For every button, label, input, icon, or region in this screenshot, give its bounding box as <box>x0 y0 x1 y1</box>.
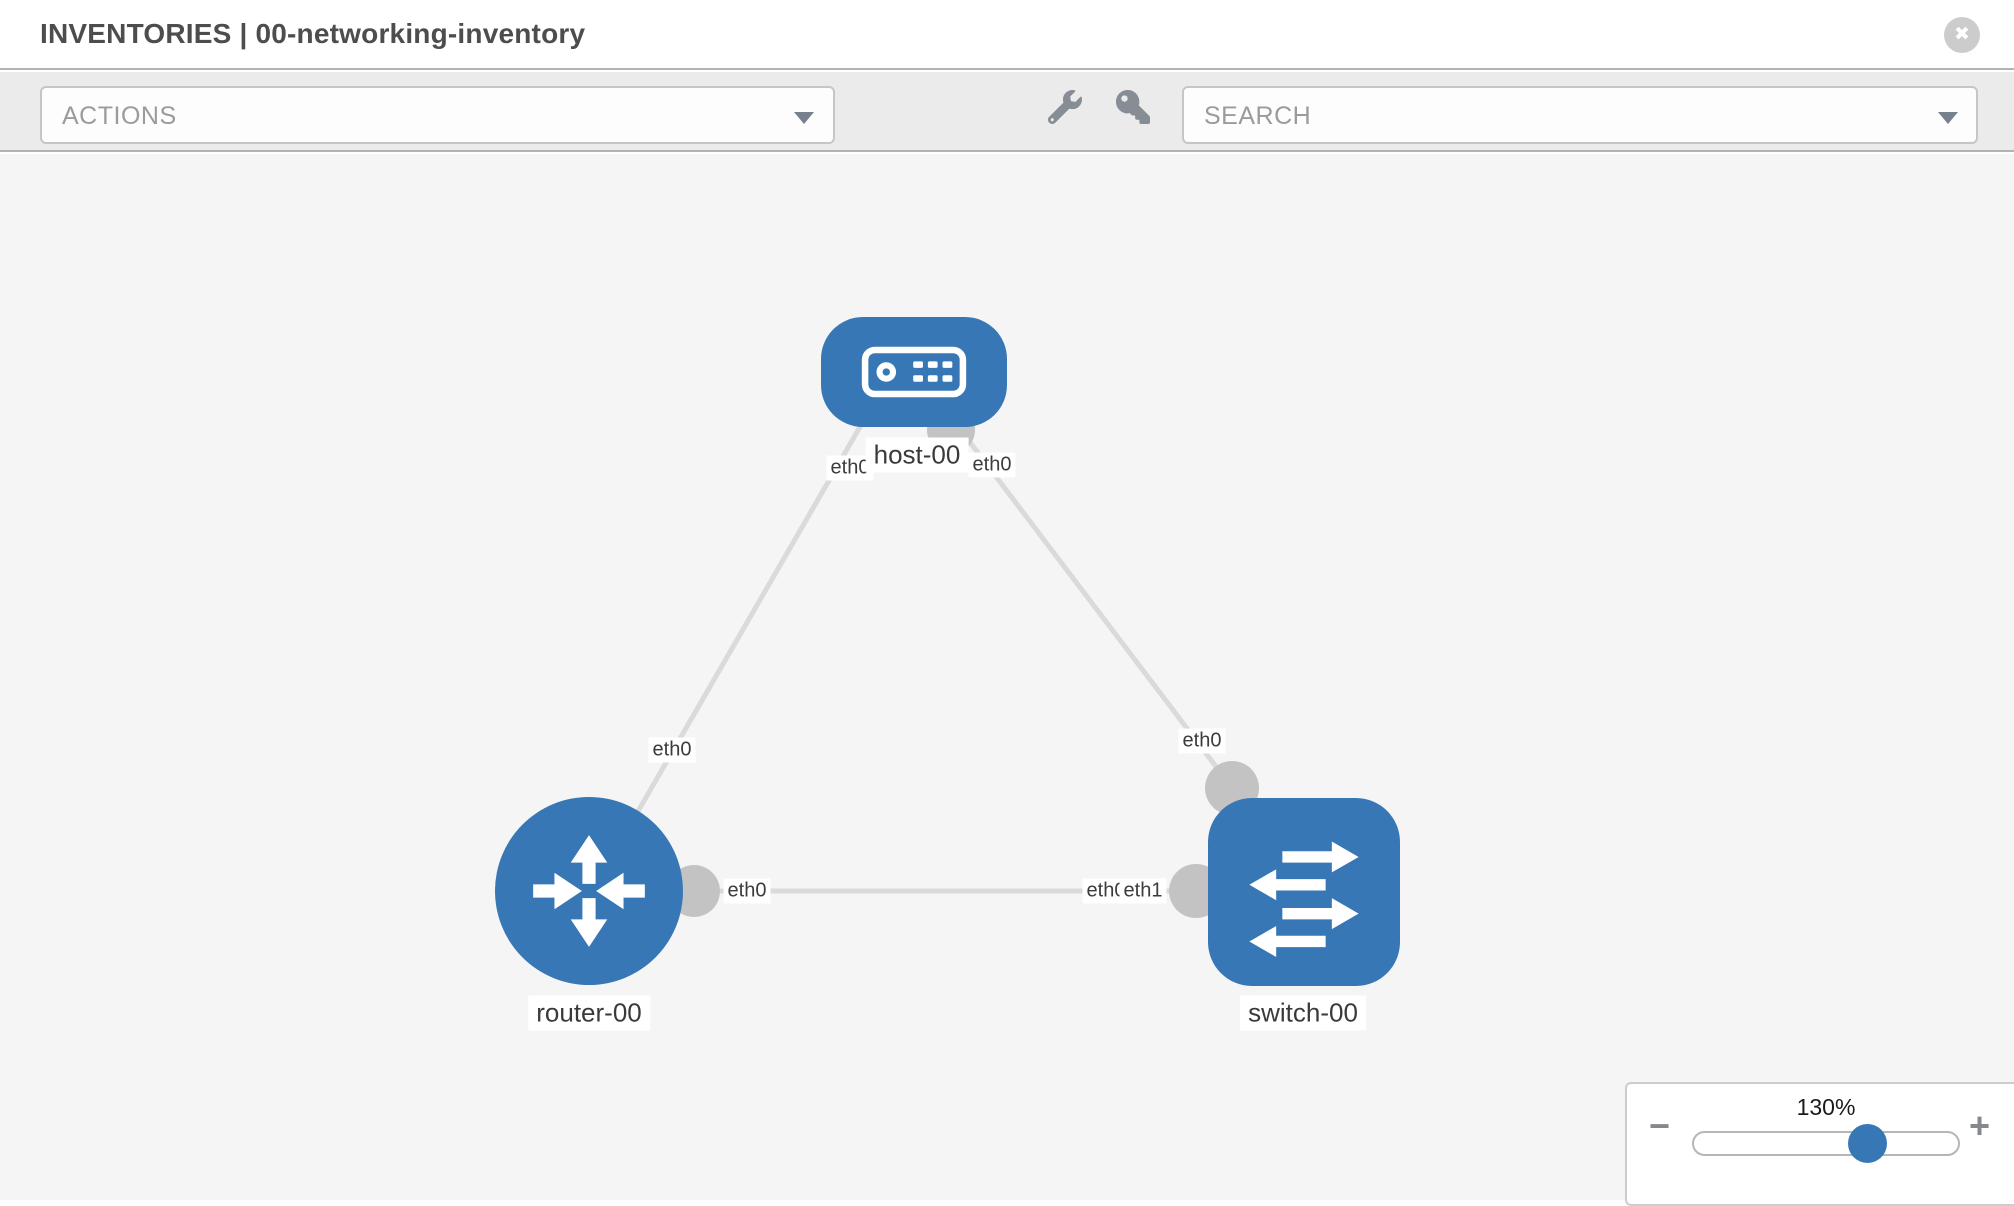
node-host-00[interactable] <box>821 317 1007 427</box>
router-arrows-icon <box>533 835 645 947</box>
zoom-slider[interactable] <box>1692 1124 1960 1163</box>
switch-arrows-icon <box>1249 841 1359 957</box>
zoom-panel: 130% − + <box>1625 1082 2014 1206</box>
interface-label: eth0 <box>723 878 771 904</box>
zoom-slider-thumb[interactable] <box>1848 1124 1887 1163</box>
chevron-down-icon <box>794 112 814 124</box>
zoom-in-button[interactable]: + <box>1969 1105 1991 1146</box>
actions-dropdown-label: ACTIONS <box>62 102 177 130</box>
close-icon[interactable]: ✖ <box>1944 17 1980 53</box>
zoom-level-value: 130% <box>1796 1094 1856 1120</box>
interface-label: eth1 <box>1119 878 1167 904</box>
node-label-switch-00: switch-00 <box>1240 995 1366 1031</box>
search-dropdown[interactable]: SEARCH <box>1182 86 1978 144</box>
search-dropdown-label: SEARCH <box>1204 102 1312 130</box>
server-icon <box>861 346 967 398</box>
node-label-router-00: router-00 <box>528 995 650 1031</box>
actions-dropdown[interactable]: ACTIONS <box>40 86 835 144</box>
interface-label: eth0 <box>968 452 1016 478</box>
wrench-icon[interactable] <box>1047 90 1088 130</box>
key-icon[interactable] <box>1116 90 1156 130</box>
link-router-host <box>589 404 875 893</box>
header-bar: INVENTORIES | 00-networking-inventory ✖ <box>0 0 2014 70</box>
page-title: INVENTORIES | 00-networking-inventory <box>40 18 586 49</box>
link-host-switch <box>948 414 1260 824</box>
zoom-out-button[interactable]: − <box>1649 1105 1671 1146</box>
chevron-down-icon <box>1938 112 1958 124</box>
node-label-host-00: host-00 <box>865 437 969 473</box>
toolbar: ACTIONS SEARCH <box>0 72 2014 152</box>
interface-label: eth0 <box>1178 728 1226 754</box>
node-router-00[interactable] <box>495 797 683 985</box>
topology-links-layer <box>589 404 1300 918</box>
interface-label: eth0 <box>648 737 696 763</box>
topology-canvas[interactable]: eth0 eth0 eth0 eth0 eth0 eth0 eth1 host-… <box>0 154 2014 1200</box>
node-switch-00[interactable] <box>1208 798 1400 986</box>
